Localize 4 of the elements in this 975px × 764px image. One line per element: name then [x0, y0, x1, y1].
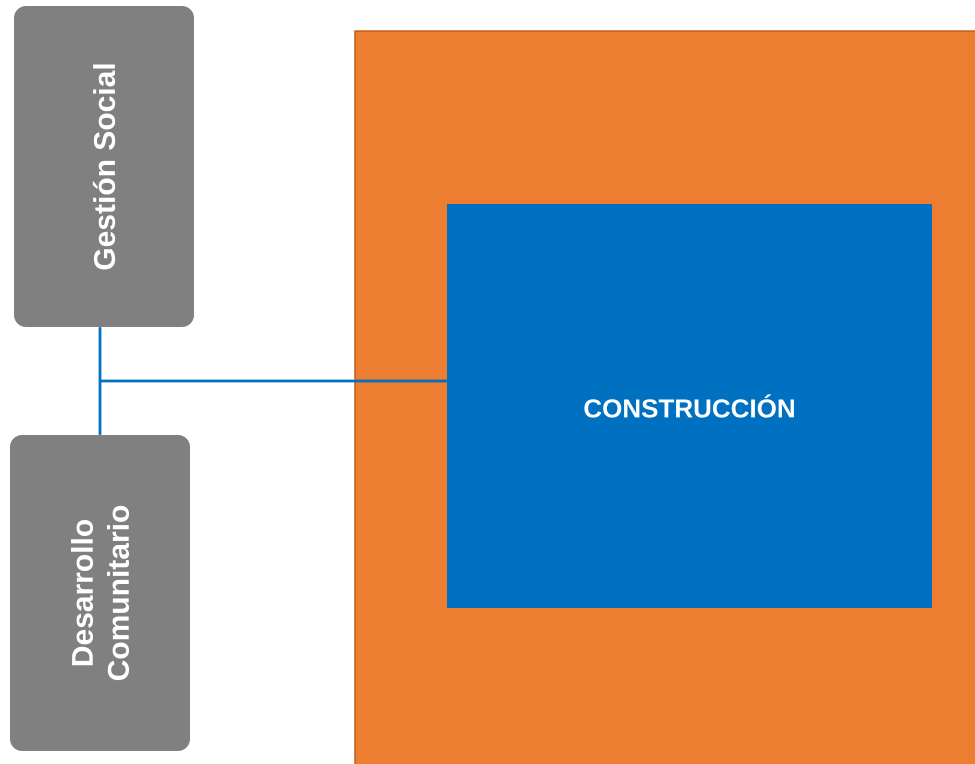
rounded-box: Desarrollo Comunitario: [10, 435, 190, 751]
process-box: CONSTRUCCIÓN: [447, 204, 932, 608]
connector-line: [98, 380, 447, 435]
rounded-box: Gestión Social: [14, 6, 194, 327]
